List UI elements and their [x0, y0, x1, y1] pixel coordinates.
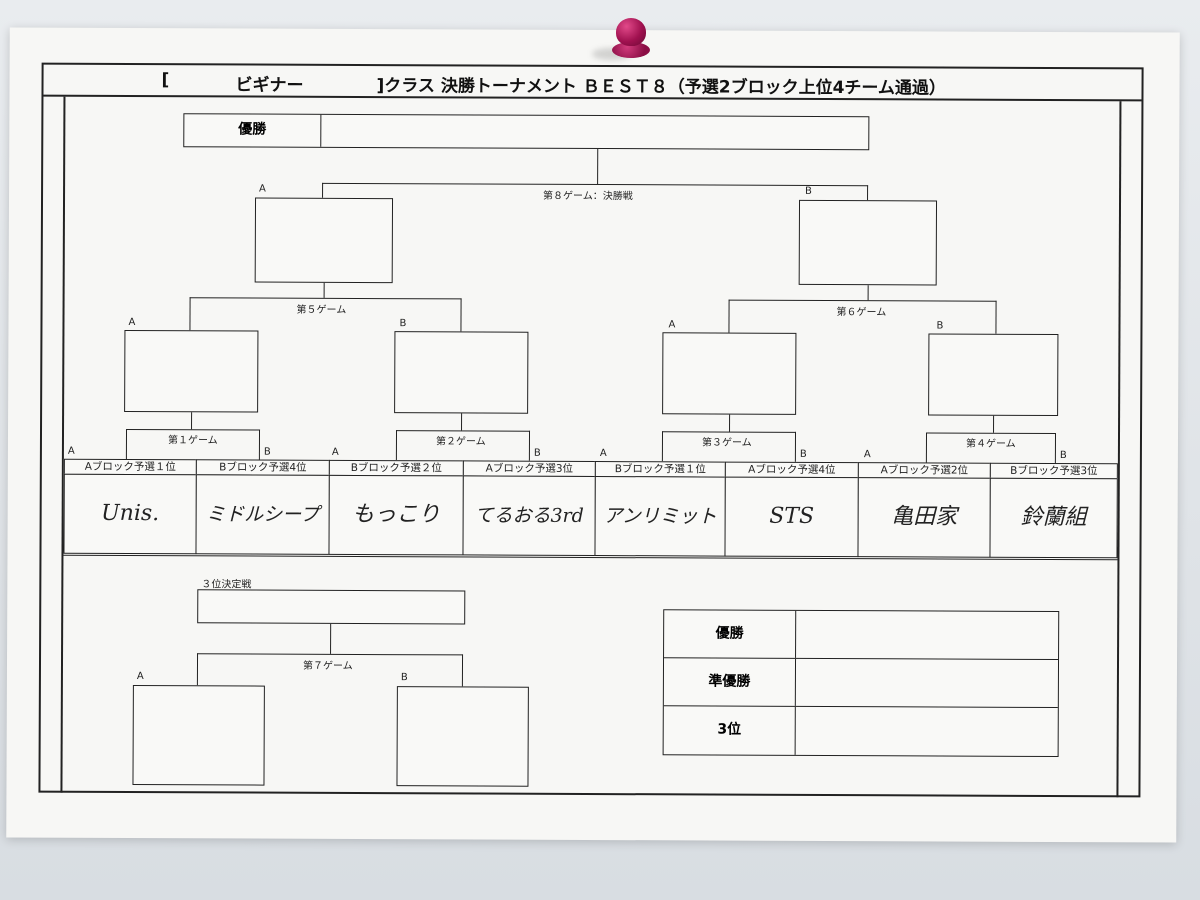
champion-box: 優勝: [183, 113, 870, 151]
g5-connector-v: [323, 282, 325, 298]
results-label-third: 3位: [663, 706, 796, 755]
g7-a-box: [132, 684, 265, 786]
g7-b-box: [396, 686, 529, 787]
g7-right-drop: [461, 654, 464, 687]
team-name-6: STS: [724, 476, 859, 558]
g1-connector-v: [191, 412, 193, 430]
team-name-5: アンリミット: [594, 476, 726, 557]
final-connector-v: [597, 149, 599, 185]
g5-right-drop: [460, 298, 462, 332]
game-1-label: 第１ゲーム: [167, 435, 218, 447]
g3-connector-v: [729, 414, 731, 432]
g2-connector-v: [461, 413, 463, 431]
g2-side-b: B: [533, 447, 541, 459]
g2-right-drop: [528, 430, 531, 461]
g3-side-a: A: [599, 448, 607, 460]
team-seed-4: Aブロック予選3位: [462, 460, 596, 478]
team-row: Aブロック予選１位 Bブロック予選4位 Bブロック予選２位 Aブロック予選3位 …: [63, 458, 1118, 559]
results-label-runner-up: 準優勝: [663, 658, 797, 706]
g5-side-a: A: [128, 316, 136, 329]
g4-side-b: B: [1059, 450, 1067, 462]
g4-right-drop: [1054, 433, 1057, 464]
results-row-champion: 優勝: [664, 610, 1059, 661]
semifinal-a-box: [254, 197, 394, 284]
bracket-frame: [ ビギナー ]クラス 決勝トーナメント ＢＥＳＴ８（予選2ブロック上位4チーム…: [38, 62, 1144, 798]
final-right-drop: [867, 185, 869, 201]
g7-connector-v: [330, 623, 332, 654]
game-2-label: 第２ゲーム: [435, 436, 486, 448]
g2-left-drop: [395, 430, 398, 461]
g5-side-b: B: [399, 318, 407, 330]
g4-side-a: A: [863, 449, 871, 461]
team-name-4: てるおる3rd: [462, 475, 596, 557]
final-connector-h: [322, 182, 869, 187]
final-left-drop: [322, 182, 324, 198]
champion-label: 優勝: [184, 114, 322, 147]
g7-side-b: B: [400, 672, 408, 684]
g1-side-a: A: [67, 445, 75, 457]
qf-box-3: [662, 332, 797, 415]
team-seed-7: Aブロック予選2位: [857, 462, 991, 479]
tournament-sheet: [ ビギナー ]クラス 決勝トーナメント ＢＥＳＴ８（予選2ブロック上位4チーム…: [6, 27, 1180, 843]
final-side-b: B: [805, 185, 812, 197]
g7-connector-h: [197, 653, 464, 656]
game-7-label: 第７ゲーム: [302, 660, 353, 672]
title-class-name: ビギナー: [235, 75, 304, 96]
g1-left-drop: [125, 428, 128, 459]
team-name-8: 鈴蘭組: [989, 477, 1118, 559]
g4-left-drop: [925, 432, 928, 463]
g6-connector-v: [867, 285, 869, 301]
team-name-2: ミドルシープ: [195, 474, 330, 555]
g6-side-b: B: [936, 320, 944, 332]
results-row-third: 3位: [663, 706, 1058, 756]
g1-side-b: B: [263, 446, 271, 458]
g3-left-drop: [661, 431, 664, 462]
results-label-champion: 優勝: [664, 610, 797, 658]
g2-side-a: A: [331, 446, 339, 458]
g6-left-drop: [728, 299, 730, 333]
game-6-label: 第６ゲーム: [836, 307, 887, 319]
g6-connector-h: [728, 299, 997, 302]
title-row: [ ビギナー ]クラス 決勝トーナメント ＢＥＳＴ８（予選2ブロック上位4チーム…: [43, 64, 1142, 102]
g7-left-drop: [196, 653, 199, 686]
g3-side-b: B: [799, 448, 807, 460]
results-row-runner-up: 準優勝: [663, 658, 1059, 709]
semifinal-b-box: [798, 199, 938, 286]
g1-right-drop: [258, 429, 261, 460]
qf-box-2: [394, 331, 529, 414]
results-table: 優勝 準優勝 3位: [662, 609, 1060, 758]
title-suffix: ]クラス 決勝トーナメント ＢＥＳＴ８（予選2ブロック上位4チーム通過）: [376, 76, 946, 99]
third-place-box: [197, 589, 466, 625]
bracket-area: 優勝 第８ゲーム：決勝戦 A B 第５ゲーム A B: [60, 96, 1122, 798]
g5-connector-h: [189, 297, 462, 300]
game-4-label: 第４ゲーム: [965, 438, 1016, 450]
qf-box-1: [124, 329, 259, 413]
g4-connector-v: [993, 415, 995, 433]
g6-right-drop: [995, 300, 997, 334]
g6-side-a: A: [668, 319, 676, 331]
third-place-label: ３位決定戦: [201, 579, 252, 591]
g5-left-drop: [189, 297, 191, 331]
team-name-3: もっこり: [328, 474, 464, 556]
team-name-1: Unis.: [63, 473, 197, 555]
qf-box-4: [928, 333, 1059, 417]
push-pin-icon: [592, 18, 650, 62]
team-seed-8: Bブロック予選3位: [989, 462, 1118, 480]
game-3-label: 第３ゲーム: [701, 437, 752, 449]
title-bracket-open: [: [161, 70, 170, 91]
g3-right-drop: [794, 431, 797, 462]
team-seed-5: Bブロック予選１位: [594, 461, 726, 478]
team-name-7: 亀田家: [857, 477, 991, 558]
game-5-label: 第５ゲーム: [296, 304, 347, 316]
game-8-label: 第８ゲーム：決勝戦: [543, 190, 633, 203]
final-side-a: A: [259, 183, 266, 195]
g7-side-a: A: [136, 671, 144, 683]
